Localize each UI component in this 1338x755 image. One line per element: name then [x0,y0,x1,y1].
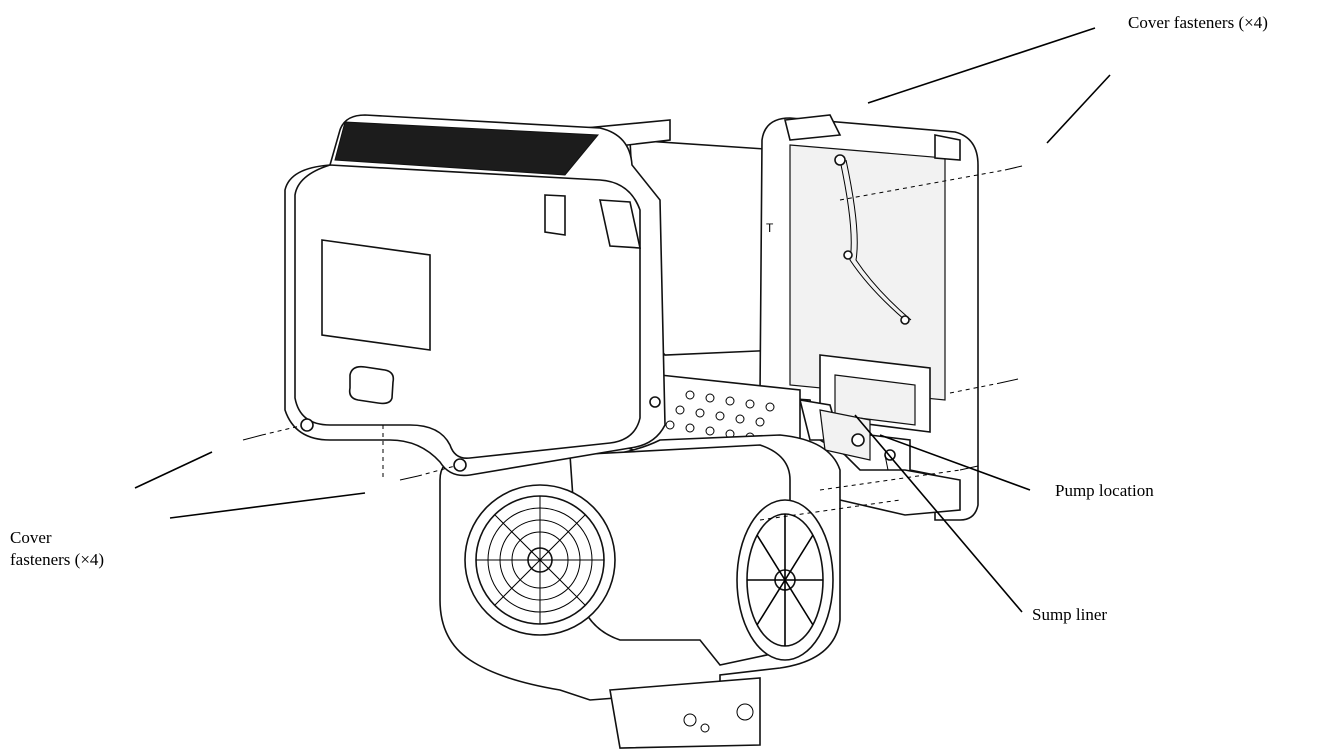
front-cover [284,114,666,477]
callout-text: Sump liner [1032,605,1108,624]
callout-text: Pump location [1055,481,1154,500]
callout-text-line2: fasteners (×4) [10,550,105,569]
fasteners [242,165,1023,521]
callout-text-line1: Cover [10,528,52,547]
leader-sump [854,414,1023,613]
leader-top-b [1046,74,1111,144]
leader-lines [134,27,1111,613]
fan-grille [464,484,616,636]
callout-text: Cover fasteners (×4) [1128,13,1268,32]
callout-cover-fasteners-left: Cover fasteners (×4) [10,527,104,571]
svg-text:T: T [766,221,774,235]
callout-sump-liner: Sump liner [1032,604,1107,626]
callout-pump-location: Pump location [1055,480,1154,502]
leader-top-a [867,27,1096,104]
bottom-bracket [609,677,761,749]
leader-pump [879,434,1031,491]
callout-cover-fasteners-top: Cover fasteners (×4) [1128,12,1268,34]
leader-left-a [134,451,213,489]
leader-left-b [169,492,366,519]
wheel [736,499,834,661]
